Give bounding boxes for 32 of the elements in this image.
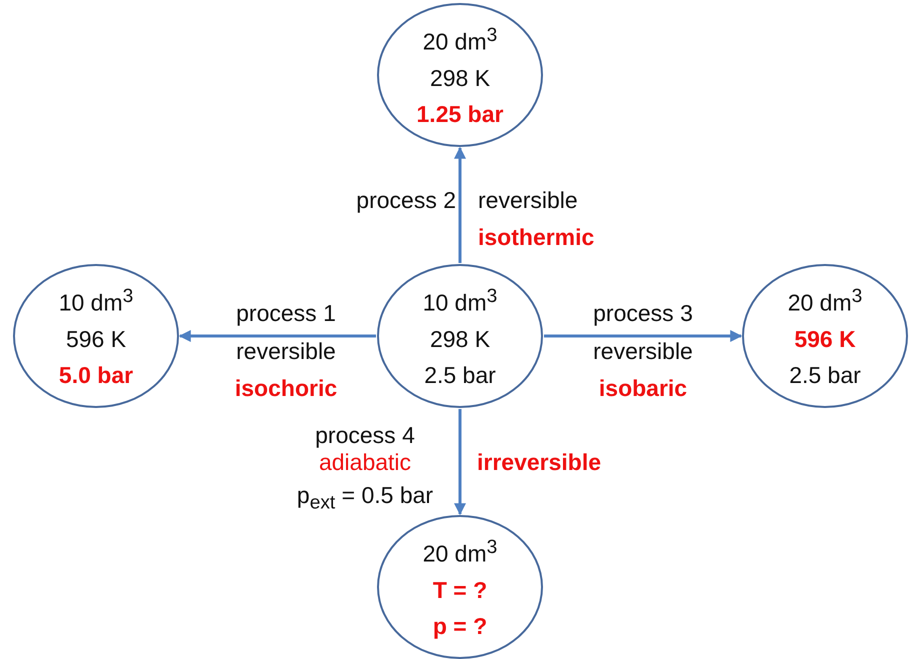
process-property: isochoric <box>234 374 338 402</box>
process-property: reversible <box>478 186 578 214</box>
state-value: 10 dm$^{3}$ <box>422 285 498 318</box>
state-value: 2.5 bar <box>424 360 496 390</box>
arrow <box>454 146 466 263</box>
edge-label: process 1 <box>236 299 336 327</box>
state-value: p = ? <box>432 612 488 641</box>
edge-label: process 4 <box>315 421 415 449</box>
arrow <box>178 330 376 342</box>
edge-label: process 3 <box>593 299 693 327</box>
process-property: p$_{ext}$ = 0.5 bar <box>296 481 434 516</box>
state-value: 596 K <box>66 324 126 354</box>
process-property: adiabatic <box>318 448 412 476</box>
state-value: 20 dm$^{3}$ <box>422 536 498 569</box>
state-value: 5.0 bar <box>58 360 134 390</box>
process-property: isobaric <box>598 374 688 402</box>
process-property: reversible <box>593 337 693 365</box>
process-property: irreversible <box>477 448 602 476</box>
state-value: 298 K <box>430 64 490 93</box>
state-value: 298 K <box>430 324 490 354</box>
state-value: T = ? <box>432 576 488 605</box>
state-value: 1.25 bar <box>416 100 504 129</box>
edge-label: process 2 <box>356 186 456 214</box>
process-property: reversible <box>236 337 336 365</box>
arrow <box>454 409 466 516</box>
state-value: 10 dm$^{3}$ <box>58 285 134 318</box>
state-value: 20 dm$^{3}$ <box>788 285 862 318</box>
process-property: isothermic <box>478 223 594 251</box>
state-value: 2.5 bar <box>789 360 861 390</box>
arrow <box>544 330 742 342</box>
state-value: 596 K <box>794 324 856 354</box>
state-value: 20 dm$^{3}$ <box>422 24 498 57</box>
